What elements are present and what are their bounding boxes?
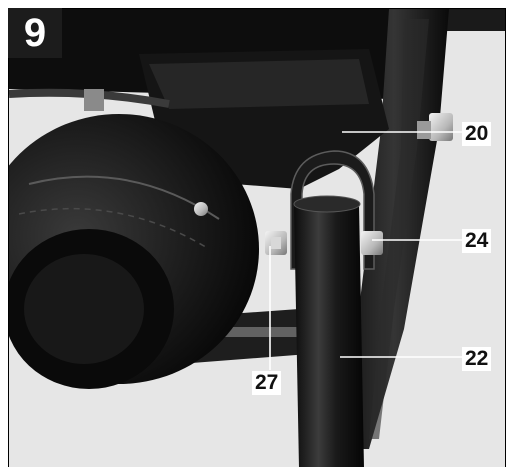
figure-number-badge: 9 [8, 8, 62, 58]
callout-label-24: 24 [462, 229, 492, 253]
callout-label-27: 27 [252, 371, 282, 395]
assembly-photo [8, 8, 506, 467]
photo-illustration [9, 9, 505, 467]
callout-label-20: 20 [462, 122, 492, 146]
callout-label-22: 22 [462, 347, 492, 371]
